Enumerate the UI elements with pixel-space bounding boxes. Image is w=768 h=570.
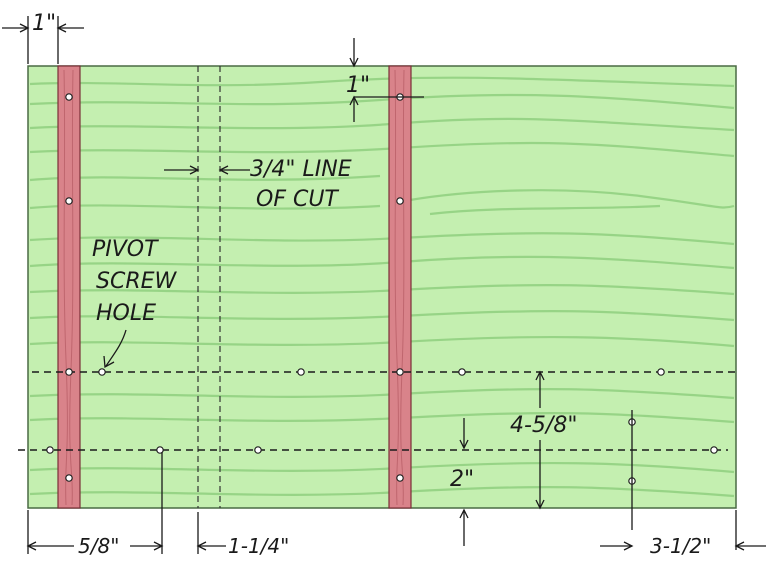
label-pivot-2: SCREW xyxy=(96,269,178,294)
screw-holes xyxy=(46,93,718,485)
strip-grain xyxy=(63,69,405,506)
dim-top-left xyxy=(2,16,84,64)
middle-strip xyxy=(388,65,412,509)
left-strip xyxy=(57,65,81,509)
dim-right-vertical xyxy=(459,370,737,550)
label-top-mid-dim: 1" xyxy=(346,73,370,98)
label-pivot-3: HOLE xyxy=(96,301,156,326)
dim-bottom xyxy=(26,452,766,554)
label-bottom-dim-left: 5/8" xyxy=(78,534,119,558)
label-pivot-1: PIVOT xyxy=(92,237,159,262)
label-top-left-dim: 1" xyxy=(32,11,56,36)
label-line-of-cut-2: OF CUT xyxy=(256,187,339,212)
dim-top-mid xyxy=(349,38,424,122)
dim-line-of-cut xyxy=(164,165,250,175)
label-right-dim-upper: 4-5/8" xyxy=(510,413,577,438)
label-bottom-dim-right: 3-1/2" xyxy=(650,534,711,558)
pivot-leader xyxy=(103,329,127,369)
label-bottom-dim-mid: 1-1/4" xyxy=(228,534,289,558)
label-right-dim-lower: 2" xyxy=(450,467,474,492)
label-line-of-cut-1: 3/4" LINE xyxy=(250,157,352,182)
